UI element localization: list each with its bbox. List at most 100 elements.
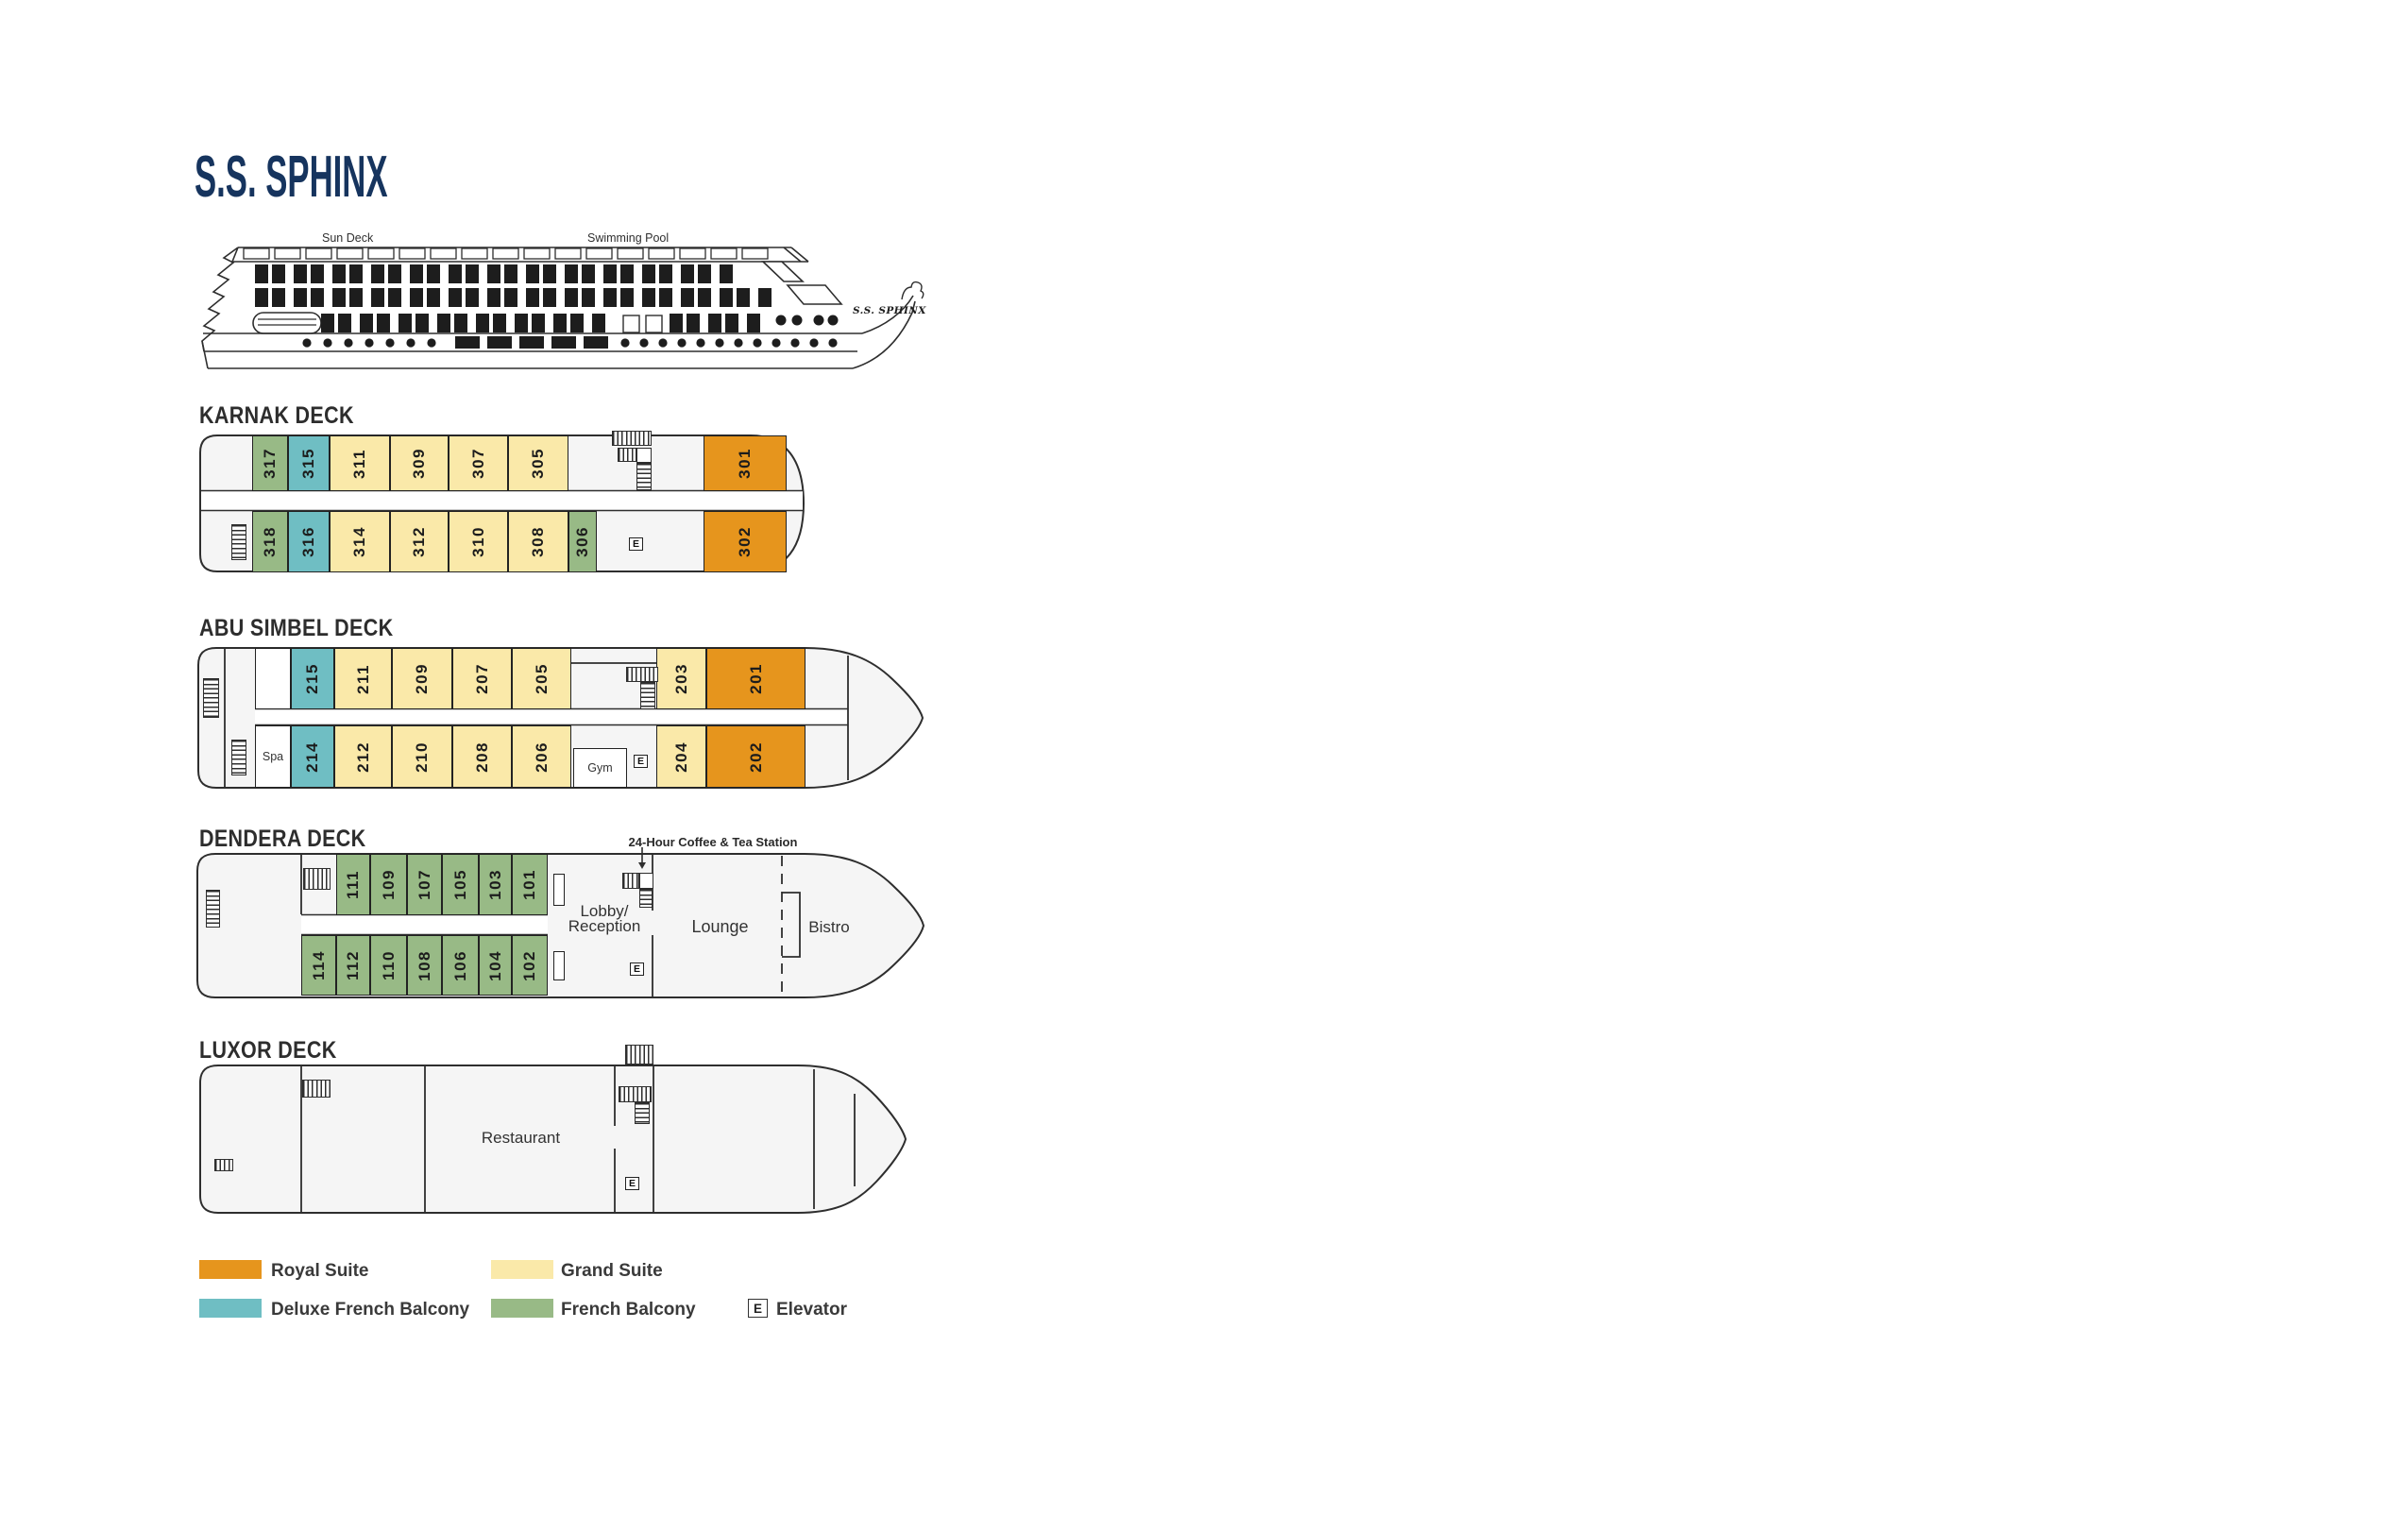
room-103: 103 — [479, 854, 512, 915]
room-number: 314 — [350, 526, 368, 557]
room-104: 104 — [479, 935, 512, 996]
elevator-icon: E — [625, 1177, 639, 1190]
stairs-icon — [640, 682, 655, 709]
room-number: 301 — [736, 448, 754, 479]
room-316: 316 — [288, 511, 330, 572]
room-number: 312 — [410, 526, 428, 557]
room-310: 310 — [449, 511, 508, 572]
stairs-icon — [612, 431, 652, 446]
room-204: 204 — [656, 725, 706, 788]
stairs-landing — [639, 873, 653, 889]
room-209: 209 — [392, 648, 452, 709]
room-112: 112 — [336, 935, 370, 996]
room-number: 104 — [485, 949, 504, 981]
legend-label-deluxe-french-balcony: Deluxe French Balcony — [271, 1300, 470, 1320]
room-107: 107 — [407, 854, 442, 915]
room-312: 312 — [390, 511, 449, 572]
luxor-deck-outline — [199, 1065, 907, 1214]
deck-title-abu-simbel: ABU SIMBEL DECK — [199, 615, 394, 641]
room-number: 106 — [450, 949, 469, 981]
stairs-icon — [639, 889, 653, 908]
room-206: 206 — [512, 725, 571, 788]
ship-label-swimming-pool: Swimming Pool — [587, 231, 670, 245]
room-number: 318 — [261, 526, 279, 557]
structural-walls — [224, 649, 856, 1212]
room-number: 112 — [344, 950, 362, 980]
room-301: 301 — [704, 435, 787, 491]
stairs-icon — [619, 1086, 652, 1102]
coffee-pointer-arrow — [638, 862, 646, 869]
legend-swatch-french-balcony — [491, 1299, 553, 1318]
room-number: 208 — [472, 741, 491, 773]
legend-label-elevator: Elevator — [776, 1300, 847, 1320]
room-110: 110 — [370, 935, 407, 996]
legend-swatch-royal-suite — [199, 1260, 262, 1279]
room-number: 307 — [468, 448, 487, 479]
room-101: 101 — [512, 854, 548, 915]
stairs-icon — [635, 1102, 650, 1124]
room-309: 309 — [390, 435, 449, 491]
legend-swatch-grand-suite — [491, 1260, 553, 1279]
deck-title-dendera: DENDERA DECK — [199, 826, 366, 852]
room-number: 211 — [353, 663, 372, 694]
stairs-icon — [231, 524, 246, 560]
room-202: 202 — [706, 725, 805, 788]
room-number: 111 — [344, 870, 362, 899]
room-number: 204 — [671, 741, 690, 773]
stairs-landing — [636, 448, 652, 463]
stairs-icon — [622, 873, 639, 889]
stairs-icon — [618, 448, 636, 462]
ship-label-sun-deck: Sun Deck — [322, 231, 374, 245]
room-105: 105 — [442, 854, 479, 915]
stairs-icon — [231, 740, 246, 775]
room-212: 212 — [334, 725, 392, 788]
room-102: 102 — [512, 935, 548, 996]
bistro-label: Bistro — [808, 918, 850, 936]
room-number: 201 — [746, 663, 765, 694]
room-number: 306 — [573, 526, 591, 557]
room-106: 106 — [442, 935, 479, 996]
room-305: 305 — [508, 435, 568, 491]
room-number: 316 — [299, 526, 317, 557]
room-number: 210 — [413, 741, 431, 773]
room-number: 206 — [532, 741, 551, 773]
bench — [553, 951, 565, 980]
restaurant-label: Restaurant — [481, 1129, 561, 1147]
room-207: 207 — [452, 648, 512, 709]
lobby-label-line1: Lobby/ — [580, 902, 629, 920]
spa-room: Spa — [255, 725, 291, 788]
room-number: 212 — [353, 741, 372, 773]
gym-room: Gym — [573, 748, 627, 788]
room-201: 201 — [706, 648, 805, 709]
room-211: 211 — [334, 648, 392, 709]
stairs-icon — [303, 868, 331, 890]
deck-title-luxor: LUXOR DECK — [199, 1037, 337, 1064]
elevator-icon: E — [629, 537, 643, 551]
room-number: 202 — [746, 741, 765, 773]
room-number: 110 — [379, 950, 398, 980]
room-number: 209 — [413, 663, 431, 694]
ship-bow-hook — [901, 281, 924, 300]
room-311: 311 — [330, 435, 390, 491]
room-number: 114 — [309, 950, 328, 980]
ship-bow — [861, 295, 914, 334]
elevator-icon: E — [634, 755, 648, 768]
room-number: 317 — [261, 448, 279, 479]
room-215: 215 — [291, 648, 334, 709]
room-number: 105 — [450, 869, 469, 900]
ship-illustration: S.S. SPHINX — [201, 247, 926, 369]
room-317: 317 — [252, 435, 288, 491]
room-number: 103 — [485, 869, 504, 900]
stairs-icon — [626, 667, 658, 682]
stairs-icon — [206, 890, 220, 928]
legend-label-grand-suite: Grand Suite — [561, 1261, 663, 1281]
lounge-label: Lounge — [691, 917, 749, 936]
room-307: 307 — [449, 435, 508, 491]
room-109: 109 — [370, 854, 407, 915]
room-314: 314 — [330, 511, 390, 572]
gym-label: Gym — [587, 761, 613, 775]
room-number: 203 — [671, 663, 690, 694]
elevator-icon: E — [630, 962, 644, 976]
room-number: 315 — [299, 448, 317, 479]
